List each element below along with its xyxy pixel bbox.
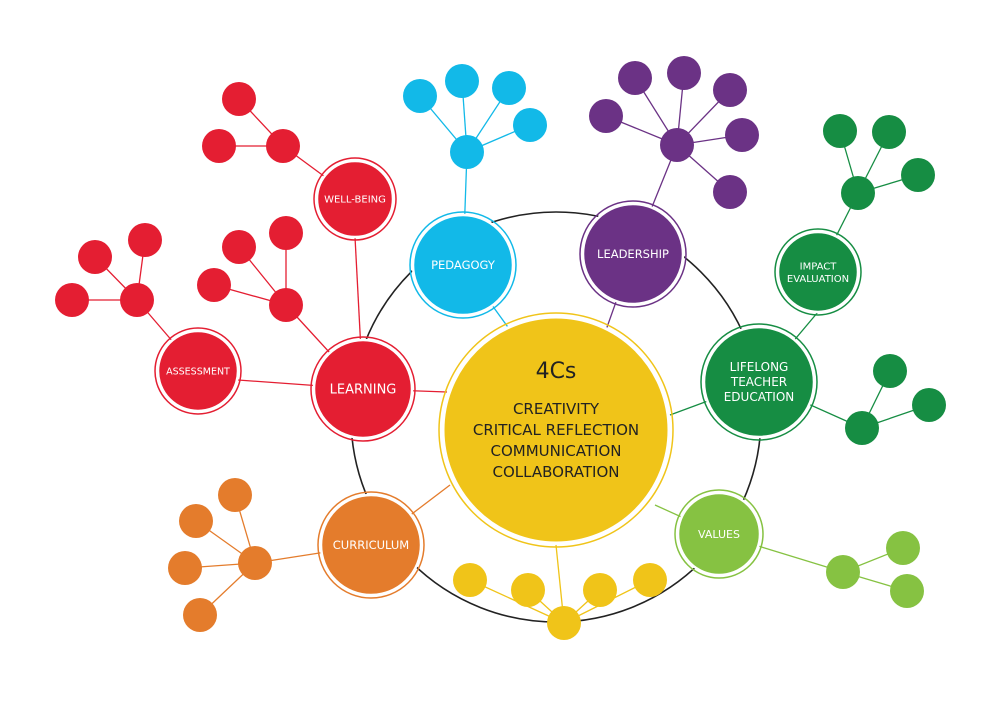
- leaf-node: [713, 175, 747, 209]
- leaf-node: [660, 128, 694, 162]
- leaf-node: [269, 216, 303, 250]
- leaf-node: [403, 79, 437, 113]
- assessment-label: ASSESSMENT: [166, 366, 230, 377]
- lifelong-teacher-education-label: LIFELONG: [730, 360, 789, 374]
- center-line-collaboration: COLLABORATION: [493, 463, 620, 481]
- leaf-circles: [55, 56, 946, 640]
- curriculum-label: CURRICULUM: [333, 538, 409, 552]
- leaf-node: [912, 388, 946, 422]
- leaf-node: [269, 288, 303, 322]
- leaf-node: [513, 108, 547, 142]
- leaf-node: [547, 606, 581, 640]
- lifelong-teacher-education-label: TEACHER: [730, 375, 787, 389]
- leadership-label: LEADERSHIP: [597, 247, 669, 261]
- center-line-critical-reflection: CRITICAL REFLECTION: [473, 421, 639, 439]
- node-curriculum: CURRICULUM: [317, 491, 425, 599]
- learning-label: LEARNING: [330, 383, 397, 398]
- leaf-node: [450, 135, 484, 169]
- values-label: VALUES: [698, 528, 740, 541]
- leaf-node: [725, 118, 759, 152]
- node-pedagogy: PEDAGOGY: [409, 211, 517, 319]
- leaf-node: [841, 176, 875, 210]
- leaf-node: [78, 240, 112, 274]
- leaf-node: [826, 555, 860, 589]
- leaf-node: [179, 504, 213, 538]
- leaf-node: [901, 158, 935, 192]
- lifelong-teacher-education-label: EDUCATION: [724, 390, 795, 404]
- pedagogy-label: PEDAGOGY: [431, 258, 496, 272]
- leaf-node: [618, 61, 652, 95]
- leaf-node: [128, 223, 162, 257]
- node-learning: LEARNING: [310, 336, 416, 442]
- leaf-node: [890, 574, 924, 608]
- topic-nodes: WELL-BEING LEARNING ASSESSMENT PEDAGOGY LEAD…: [154, 157, 862, 599]
- leaf-node: [197, 268, 231, 302]
- leaf-node: [55, 283, 89, 317]
- node-assessment: ASSESSMENT: [154, 327, 242, 415]
- center-line-creativity: CREATIVITY: [513, 400, 600, 418]
- center-title: 4Cs: [536, 359, 577, 384]
- center-node: 4Cs CREATIVITY CRITICAL REFLECTION COMMU…: [438, 312, 674, 548]
- leaf-node: [238, 546, 272, 580]
- leaf-node: [583, 573, 617, 607]
- leaf-node: [873, 354, 907, 388]
- well-being-label: WELL-BEING: [324, 195, 386, 206]
- leaf-node: [633, 563, 667, 597]
- leaf-node: [511, 573, 545, 607]
- leaf-node: [222, 82, 256, 116]
- leaf-node: [872, 115, 906, 149]
- leaf-node: [183, 598, 217, 632]
- leaf-node: [713, 73, 747, 107]
- leaf-node: [266, 129, 300, 163]
- node-leadership: LEADERSHIP: [579, 200, 687, 308]
- center-line-communication: COMMUNICATION: [491, 442, 622, 460]
- impact-evaluation-label: EVALUATION: [787, 274, 849, 285]
- leaf-node: [886, 531, 920, 565]
- leaf-node: [589, 99, 623, 133]
- leaf-node: [120, 283, 154, 317]
- leaf-node: [168, 551, 202, 585]
- impact-evaluation-label: IMPACT: [800, 261, 838, 272]
- leaf-node: [445, 64, 479, 98]
- leaf-node: [667, 56, 701, 90]
- node-impact-evaluation: IMPACT EVALUATION: [774, 228, 862, 316]
- node-values: VALUES: [674, 489, 764, 579]
- leaf-node: [845, 411, 879, 445]
- leaf-node: [222, 230, 256, 264]
- leaf-node: [202, 129, 236, 163]
- leaf-node: [218, 478, 252, 512]
- leaf-node: [823, 114, 857, 148]
- leaf-node: [453, 563, 487, 597]
- leaf-node: [492, 71, 526, 105]
- node-well-being: WELL-BEING: [313, 157, 397, 241]
